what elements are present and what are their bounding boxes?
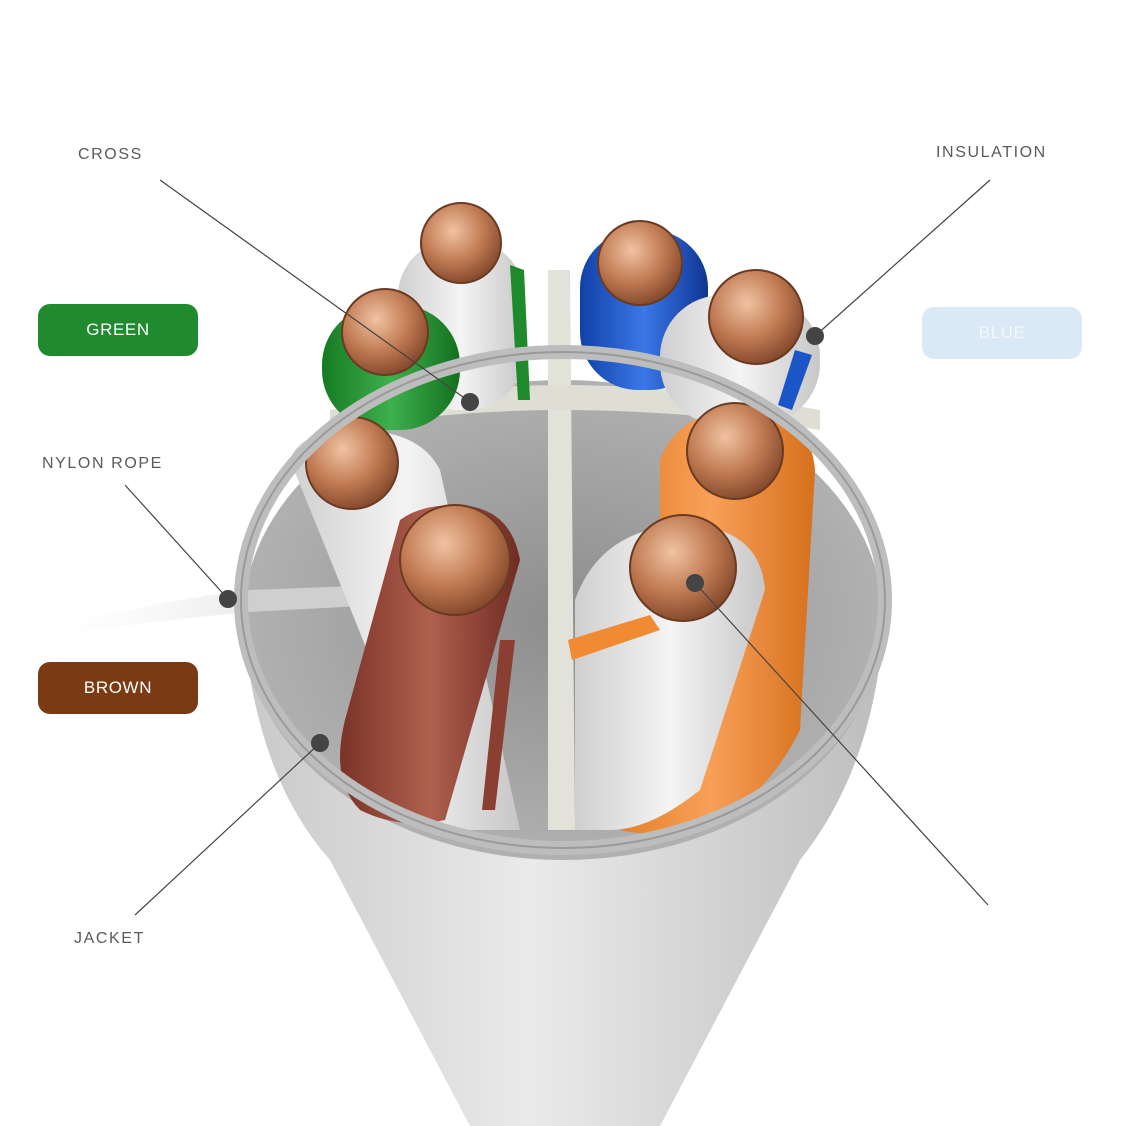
copper-white-blue bbox=[708, 269, 804, 365]
dot-conductor bbox=[686, 574, 704, 592]
copper-orange bbox=[686, 402, 784, 500]
dot-insulation bbox=[806, 327, 824, 345]
leader-dots bbox=[219, 327, 824, 752]
pill-blue: BLUE bbox=[922, 307, 1082, 359]
callout-nylon-rope: NYLON ROPE bbox=[42, 455, 163, 472]
pill-green: GREEN bbox=[38, 304, 198, 356]
pill-brown: BROWN bbox=[38, 662, 198, 714]
copper-white-orange bbox=[629, 514, 737, 622]
leader-cross bbox=[159, 179, 471, 403]
leader-insulation bbox=[814, 179, 991, 337]
copper-brown bbox=[399, 504, 511, 616]
copper-blue bbox=[597, 220, 683, 306]
callout-insulation: INSULATION bbox=[936, 144, 1047, 161]
leader-jacket bbox=[134, 742, 321, 916]
callout-jacket: JACKET bbox=[74, 930, 145, 947]
dot-cross bbox=[461, 393, 479, 411]
leader-lines bbox=[124, 179, 991, 916]
copper-conductors bbox=[305, 202, 804, 622]
dot-jacket bbox=[311, 734, 329, 752]
dot-nylon-rope bbox=[219, 590, 237, 608]
callout-cross: CROSS bbox=[78, 146, 143, 163]
leader-conductor bbox=[694, 582, 989, 906]
leader-nylon-rope bbox=[124, 484, 229, 600]
copper-green bbox=[341, 288, 429, 376]
copper-white-green bbox=[420, 202, 502, 284]
nylon-rope bbox=[20, 585, 380, 640]
